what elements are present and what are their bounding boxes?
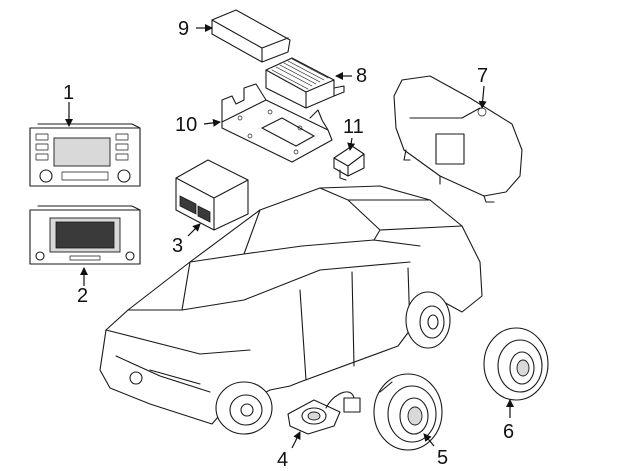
part-2-navigation-unit[interactable] [29, 205, 141, 265]
part-8-amplifier[interactable] [265, 57, 345, 109]
leader-4 [291, 431, 301, 449]
vehicle-body [99, 185, 483, 435]
callout-6[interactable]: 6 [503, 421, 514, 443]
callout-3[interactable]: 3 [172, 235, 183, 257]
callout-2[interactable]: 2 [77, 285, 88, 307]
callout-10[interactable]: 10 [175, 114, 197, 136]
callout-4[interactable]: 4 [277, 449, 288, 471]
leader-3 [187, 223, 201, 237]
part-9-cover[interactable] [211, 9, 291, 63]
part-1-radio[interactable] [29, 123, 141, 187]
callout-7[interactable]: 7 [477, 65, 488, 87]
leader-5 [423, 433, 435, 447]
callout-11[interactable]: 11 [343, 116, 364, 138]
leader-10 [203, 118, 221, 127]
callout-1[interactable]: 1 [63, 82, 74, 104]
leader-7 [478, 85, 487, 109]
part-7-trim-panel[interactable] [393, 75, 523, 203]
callout-labels: 1 2 3 4 5 6 7 8 9 10 11 [63, 18, 514, 471]
callout-9[interactable]: 9 [178, 18, 189, 40]
part-10-bracket[interactable] [221, 83, 333, 163]
leader-11 [347, 137, 356, 151]
part-6-rear-speaker[interactable] [483, 327, 549, 401]
part-11-small-bracket[interactable] [333, 145, 365, 181]
part-5-door-speaker[interactable] [373, 373, 443, 451]
callout-5[interactable]: 5 [437, 447, 448, 469]
callout-leaders [65, 24, 514, 449]
part-4-tweeter[interactable] [287, 391, 361, 435]
part-3-module[interactable] [175, 159, 249, 231]
callout-8[interactable]: 8 [356, 65, 367, 87]
